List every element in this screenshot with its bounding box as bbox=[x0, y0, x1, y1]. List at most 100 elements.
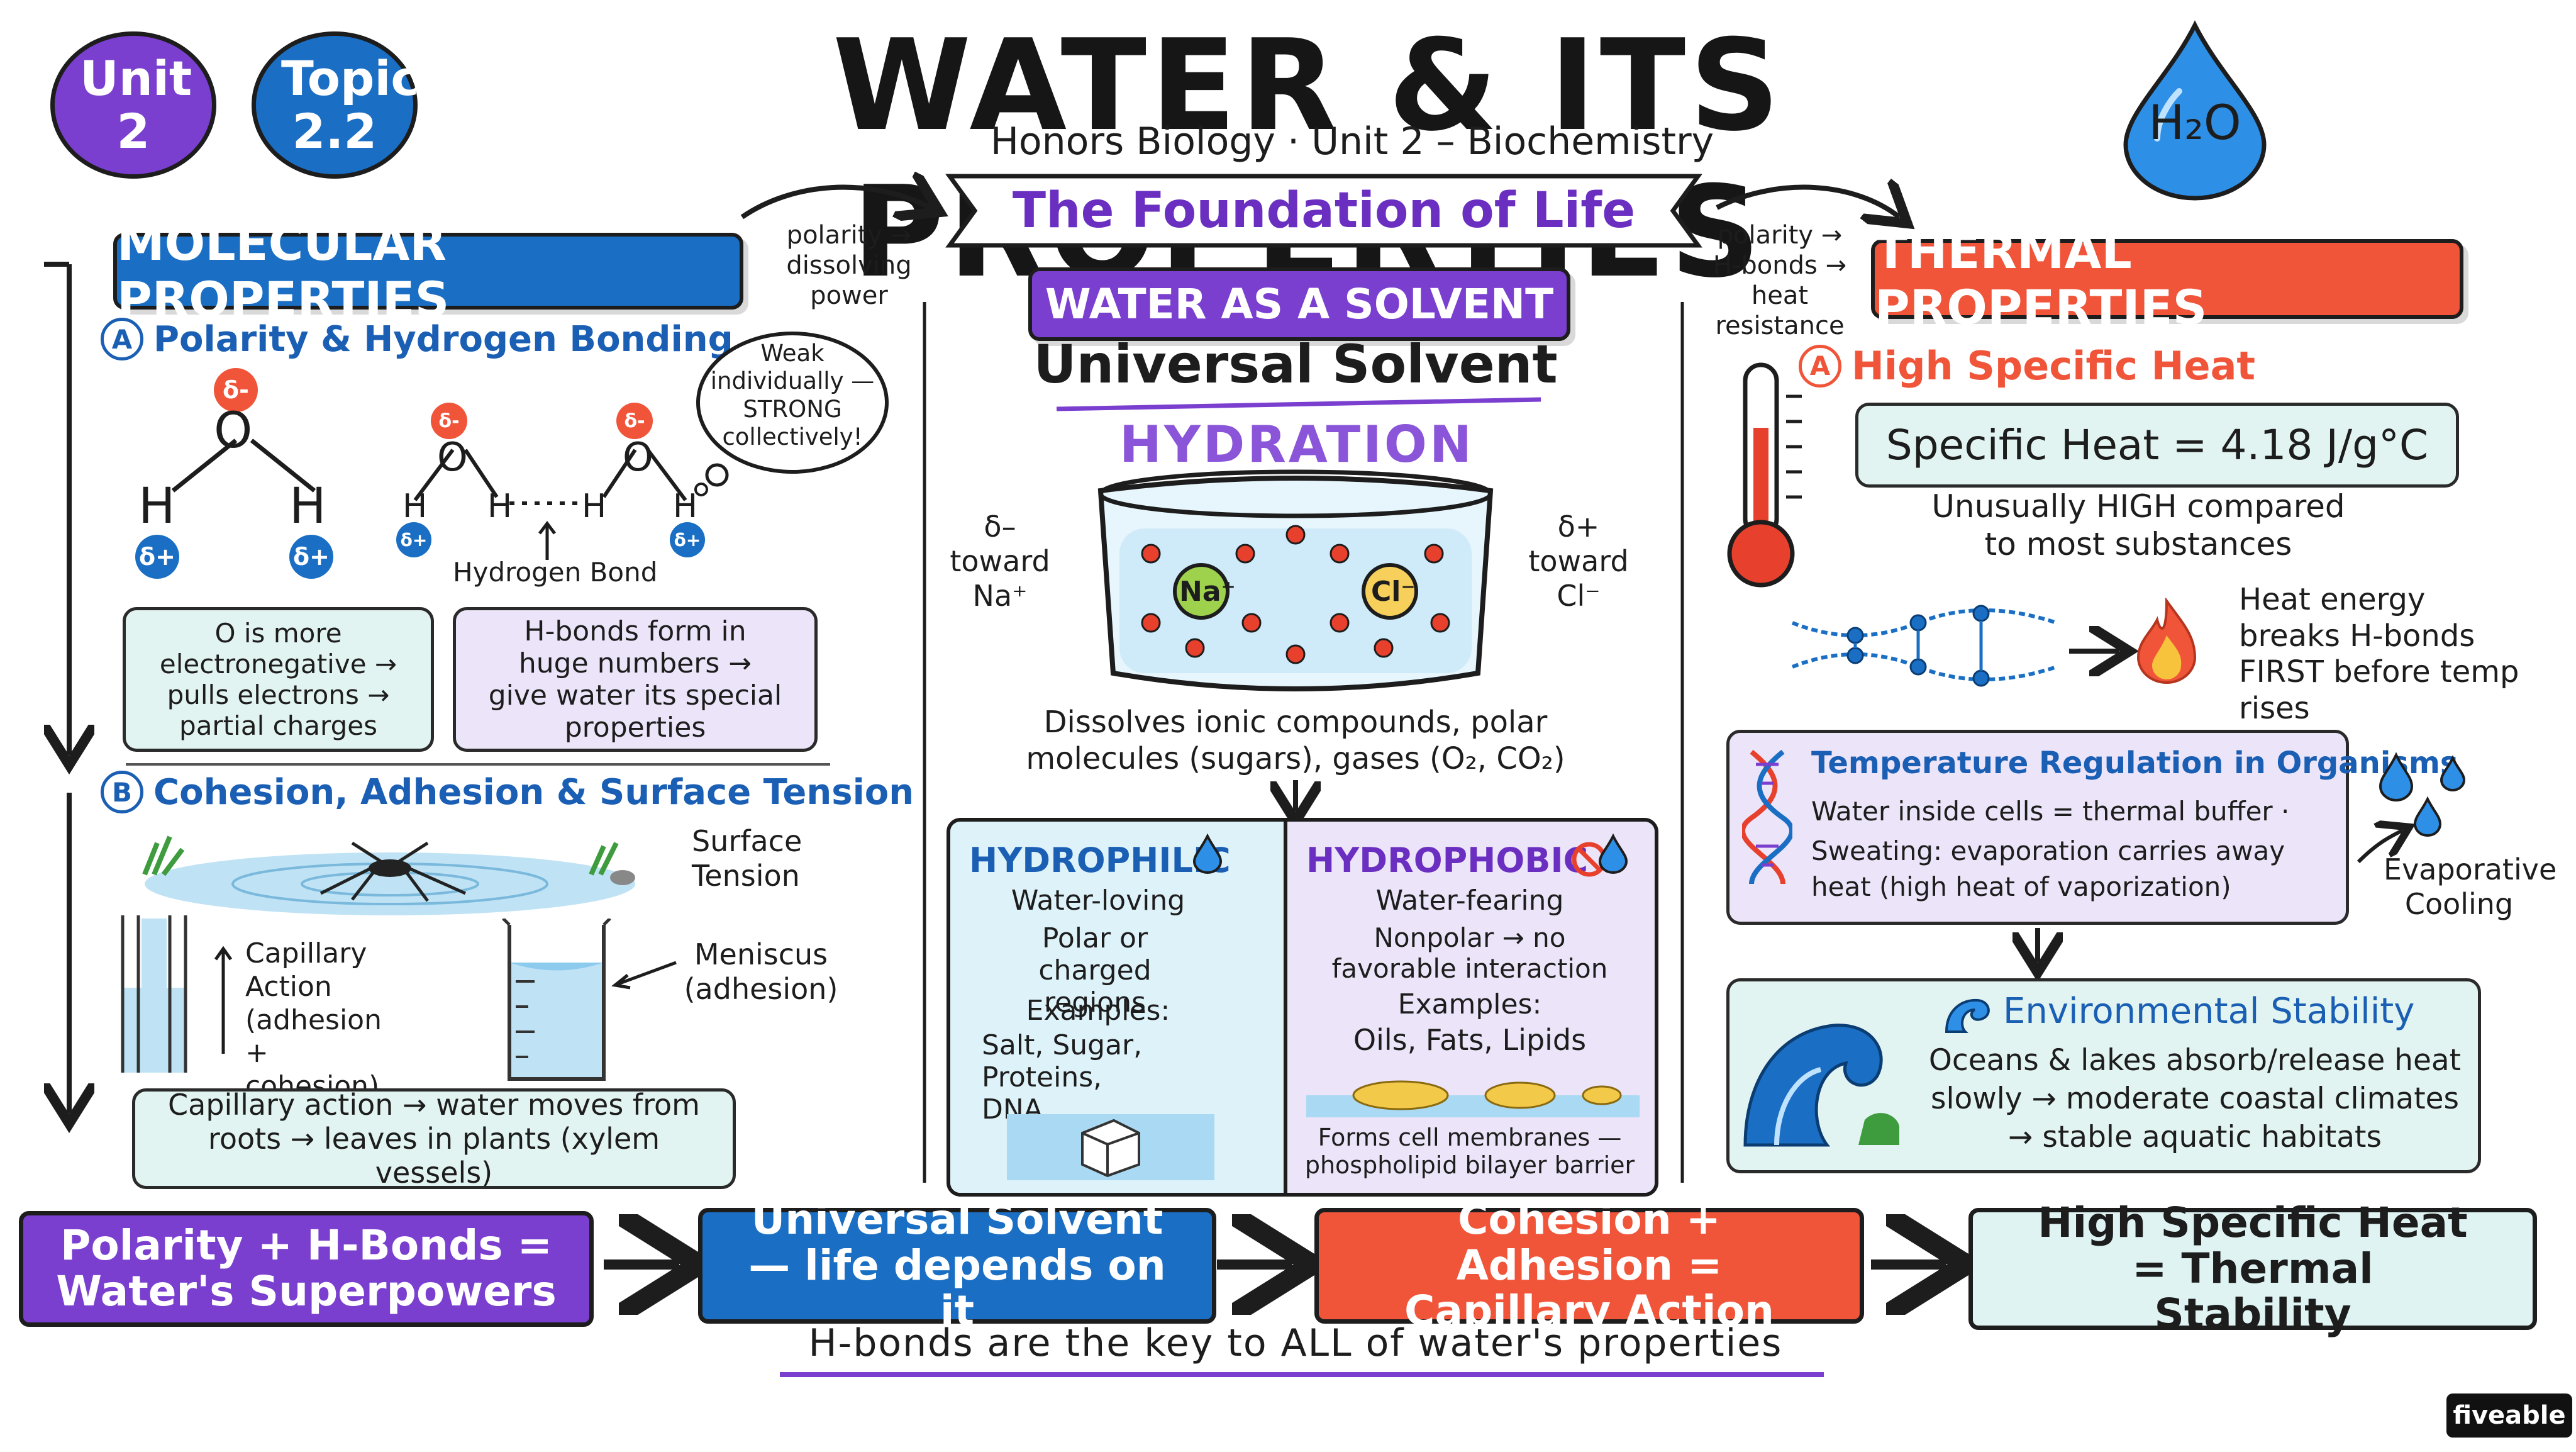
molecular-sub-b: B Cohesion, Adhesion & Surface Tension bbox=[101, 771, 914, 813]
hydrogen-bond-diagram bbox=[390, 390, 717, 566]
topic-badge: Topic 2.2 bbox=[252, 31, 419, 179]
hydrophobic-line1: Water-fearing bbox=[1375, 885, 1564, 917]
hydrophobic-line5: Forms cell membranes — phospholipid bila… bbox=[1304, 1124, 1635, 1179]
thermal-sub-a-letter: A bbox=[1799, 344, 1841, 388]
solvent-heading: WATER AS A SOLVENT bbox=[1028, 267, 1570, 341]
molecular-heading-text: MOLECULAR PROPERTIES bbox=[117, 215, 450, 327]
delta-plus-badge: δ+ bbox=[289, 535, 333, 579]
hydrogen-bond-label: Hydrogen Bond bbox=[453, 557, 658, 588]
key-statement: H-bonds are the key to ALL of water's pr… bbox=[808, 1321, 1783, 1365]
temperature-regulation-box bbox=[1726, 730, 2349, 925]
na-ion-label: Na⁺ bbox=[1179, 576, 1236, 608]
flame-icon bbox=[2132, 596, 2201, 686]
oil-droplets-illustration bbox=[1306, 1067, 1640, 1117]
sub-a-letter: A bbox=[101, 318, 143, 360]
delta-minus-na-label: δ– toward Na⁺ bbox=[950, 510, 1050, 613]
atom-h-left: H bbox=[138, 478, 175, 535]
capillary-box: Capillary action → water moves from root… bbox=[132, 1088, 736, 1190]
water-molecule-diagram bbox=[126, 409, 377, 560]
hydrophobic-line3: Examples: bbox=[1397, 988, 1542, 1020]
unit-badge: Unit 2 bbox=[50, 31, 216, 179]
connector-right-text: polarity → H-bonds → heat resistance bbox=[1713, 221, 1847, 340]
universal-solvent-title: Universal Solvent bbox=[1033, 333, 1558, 395]
atom-h: H bbox=[673, 488, 698, 525]
hbonds-box: H-bonds form in huge numbers → give wate… bbox=[453, 607, 818, 752]
hydrophobic-heading: HYDROPHOBIC bbox=[1306, 840, 1589, 880]
hbond-network-illustration bbox=[1786, 598, 2063, 692]
temperature-regulation-title: Temperature Regulation in Organisms bbox=[1811, 746, 2458, 781]
hydrophilic-line4: Salt, Sugar, Proteins, DNA bbox=[982, 1029, 1143, 1125]
hydrophilic-line1: Water-loving bbox=[1011, 885, 1185, 917]
atom-o: O bbox=[623, 434, 653, 480]
water-drop-icon bbox=[1192, 833, 1223, 875]
sugar-cube-illustration bbox=[1007, 1102, 1214, 1180]
topic-badge-label: Topic 2.2 bbox=[281, 50, 419, 159]
hydrophobic-line2: Nonpolar → no favorable interaction bbox=[1331, 922, 1608, 984]
thought-bubble-text: Weak individually — STRONG collectively! bbox=[710, 340, 875, 451]
atom-h-right: H bbox=[289, 478, 326, 535]
wave-icon bbox=[1943, 994, 1994, 1038]
hydrophilic-heading: HYDROPHILIC bbox=[969, 840, 1231, 880]
h2o-label: H₂O bbox=[2148, 94, 2241, 150]
thermal-heading: THERMAL PROPERTIES bbox=[1871, 223, 2463, 335]
hydration-label: HYDRATION bbox=[1119, 415, 1474, 474]
sub-b-letter: B bbox=[101, 771, 143, 813]
atom-h: H bbox=[582, 488, 607, 525]
capillary-up-arrow bbox=[214, 944, 233, 1057]
foundation-banner bbox=[937, 170, 1711, 252]
capillary-tube-illustration bbox=[116, 912, 192, 1076]
water-drop-icon bbox=[1597, 833, 1629, 875]
atom-o: O bbox=[437, 434, 468, 480]
sub-a-text: Polarity & Hydrogen Bonding bbox=[153, 318, 733, 360]
thermometer-icon bbox=[1723, 359, 1805, 591]
delta-minus-badge: δ- bbox=[214, 368, 258, 412]
capillary-action-label: Capillary Action (adhesion + cohesion) bbox=[245, 937, 382, 1103]
solvent-compare-panel: HYDROPHILIC Water-loving Polar or charge… bbox=[947, 818, 1658, 1197]
delta-plus-badge: δ+ bbox=[396, 522, 431, 557]
delta-minus-badge: δ- bbox=[616, 403, 653, 439]
thermal-heading-text: THERMAL PROPERTIES bbox=[1875, 223, 2207, 335]
cl-ion-label: Cl⁻ bbox=[1371, 576, 1416, 608]
hydrophobic-line4: Oils, Fats, Lipids bbox=[1353, 1023, 1587, 1057]
evaporative-cooling-label: Evaporative Cooling bbox=[2384, 852, 2557, 922]
hydrophilic-panel: HYDROPHILIC Water-loving Polar or charge… bbox=[950, 822, 1287, 1193]
hydrophobic-panel: HYDROPHOBIC Water-fearing Nonpolar → no … bbox=[1287, 822, 1655, 1193]
hydration-beaker-illustration bbox=[1082, 466, 1509, 705]
summary-thermal-stability: High Specific Heat = Thermal Stability bbox=[1968, 1200, 2537, 1337]
environmental-stability-text: Oceans & lakes absorb/release heat slowl… bbox=[1928, 1043, 2462, 1155]
foundation-banner-text: The Foundation of Life bbox=[1012, 182, 1636, 239]
temperature-regulation-line2: Sweating: evaporation carries away heat … bbox=[1811, 835, 2285, 902]
atom-o: O bbox=[214, 403, 253, 459]
meniscus-arrow bbox=[610, 956, 679, 994]
hydrophilic-line3: Examples: bbox=[1026, 995, 1170, 1027]
droplets-icon bbox=[2377, 749, 2478, 849]
summary-capillary-action: Cohesion + Adhesion = Capillary Action bbox=[1314, 1197, 1864, 1334]
solvent-heading-text: WATER AS A SOLVENT bbox=[1045, 280, 1554, 328]
pond-insect-illustration bbox=[126, 824, 660, 925]
summary-superpowers: Polarity + H-Bonds = Water's Superpowers bbox=[19, 1211, 594, 1327]
water-drop-icon bbox=[2113, 19, 2277, 201]
summary-universal-solvent: Universal Solvent — life depends on it bbox=[698, 1197, 1216, 1334]
atom-h: H bbox=[487, 488, 513, 525]
delta-plus-badge: δ+ bbox=[135, 535, 179, 579]
page-subtitle: Honors Biology · Unit 2 – Biochemistry bbox=[990, 120, 1714, 164]
atom-h: H bbox=[402, 488, 428, 525]
thought-bubble bbox=[686, 327, 893, 497]
molecular-heading: MOLECULAR PROPERTIES bbox=[113, 215, 743, 327]
surface-tension-label: Surface Tension bbox=[692, 824, 802, 893]
graduated-cylinder-illustration bbox=[497, 917, 616, 1082]
hydrophilic-line2: Polar or charged regions bbox=[1038, 922, 1152, 1019]
unit-badge-label: Unit 2 bbox=[80, 50, 192, 159]
molecular-sub-a: A Polarity & Hydrogen Bonding bbox=[101, 318, 733, 360]
fiveable-logo: fiveable bbox=[2446, 1393, 2572, 1438]
connector-left-text: polarity → dissolving power bbox=[786, 221, 912, 310]
thermal-sub-a-text: High Specific Heat bbox=[1852, 343, 2256, 389]
delta-minus-badge: δ- bbox=[431, 403, 467, 439]
sub-b-text: Cohesion, Adhesion & Surface Tension bbox=[153, 771, 914, 813]
delta-plus-cl-label: δ+ toward Cl⁻ bbox=[1528, 510, 1629, 613]
electronegative-box: O is more electronegative → pulls electr… bbox=[123, 607, 434, 752]
thermal-sub-a: A High Specific Heat bbox=[1799, 343, 2255, 389]
heat-energy-text: Heat energy breaks H-bonds FIRST before … bbox=[2239, 582, 2519, 726]
unusual-high-text: Unusually HIGH compared to most substanc… bbox=[1931, 488, 2345, 562]
specific-heat-box: Specific Heat = 4.18 J/g°C bbox=[1855, 403, 2459, 488]
